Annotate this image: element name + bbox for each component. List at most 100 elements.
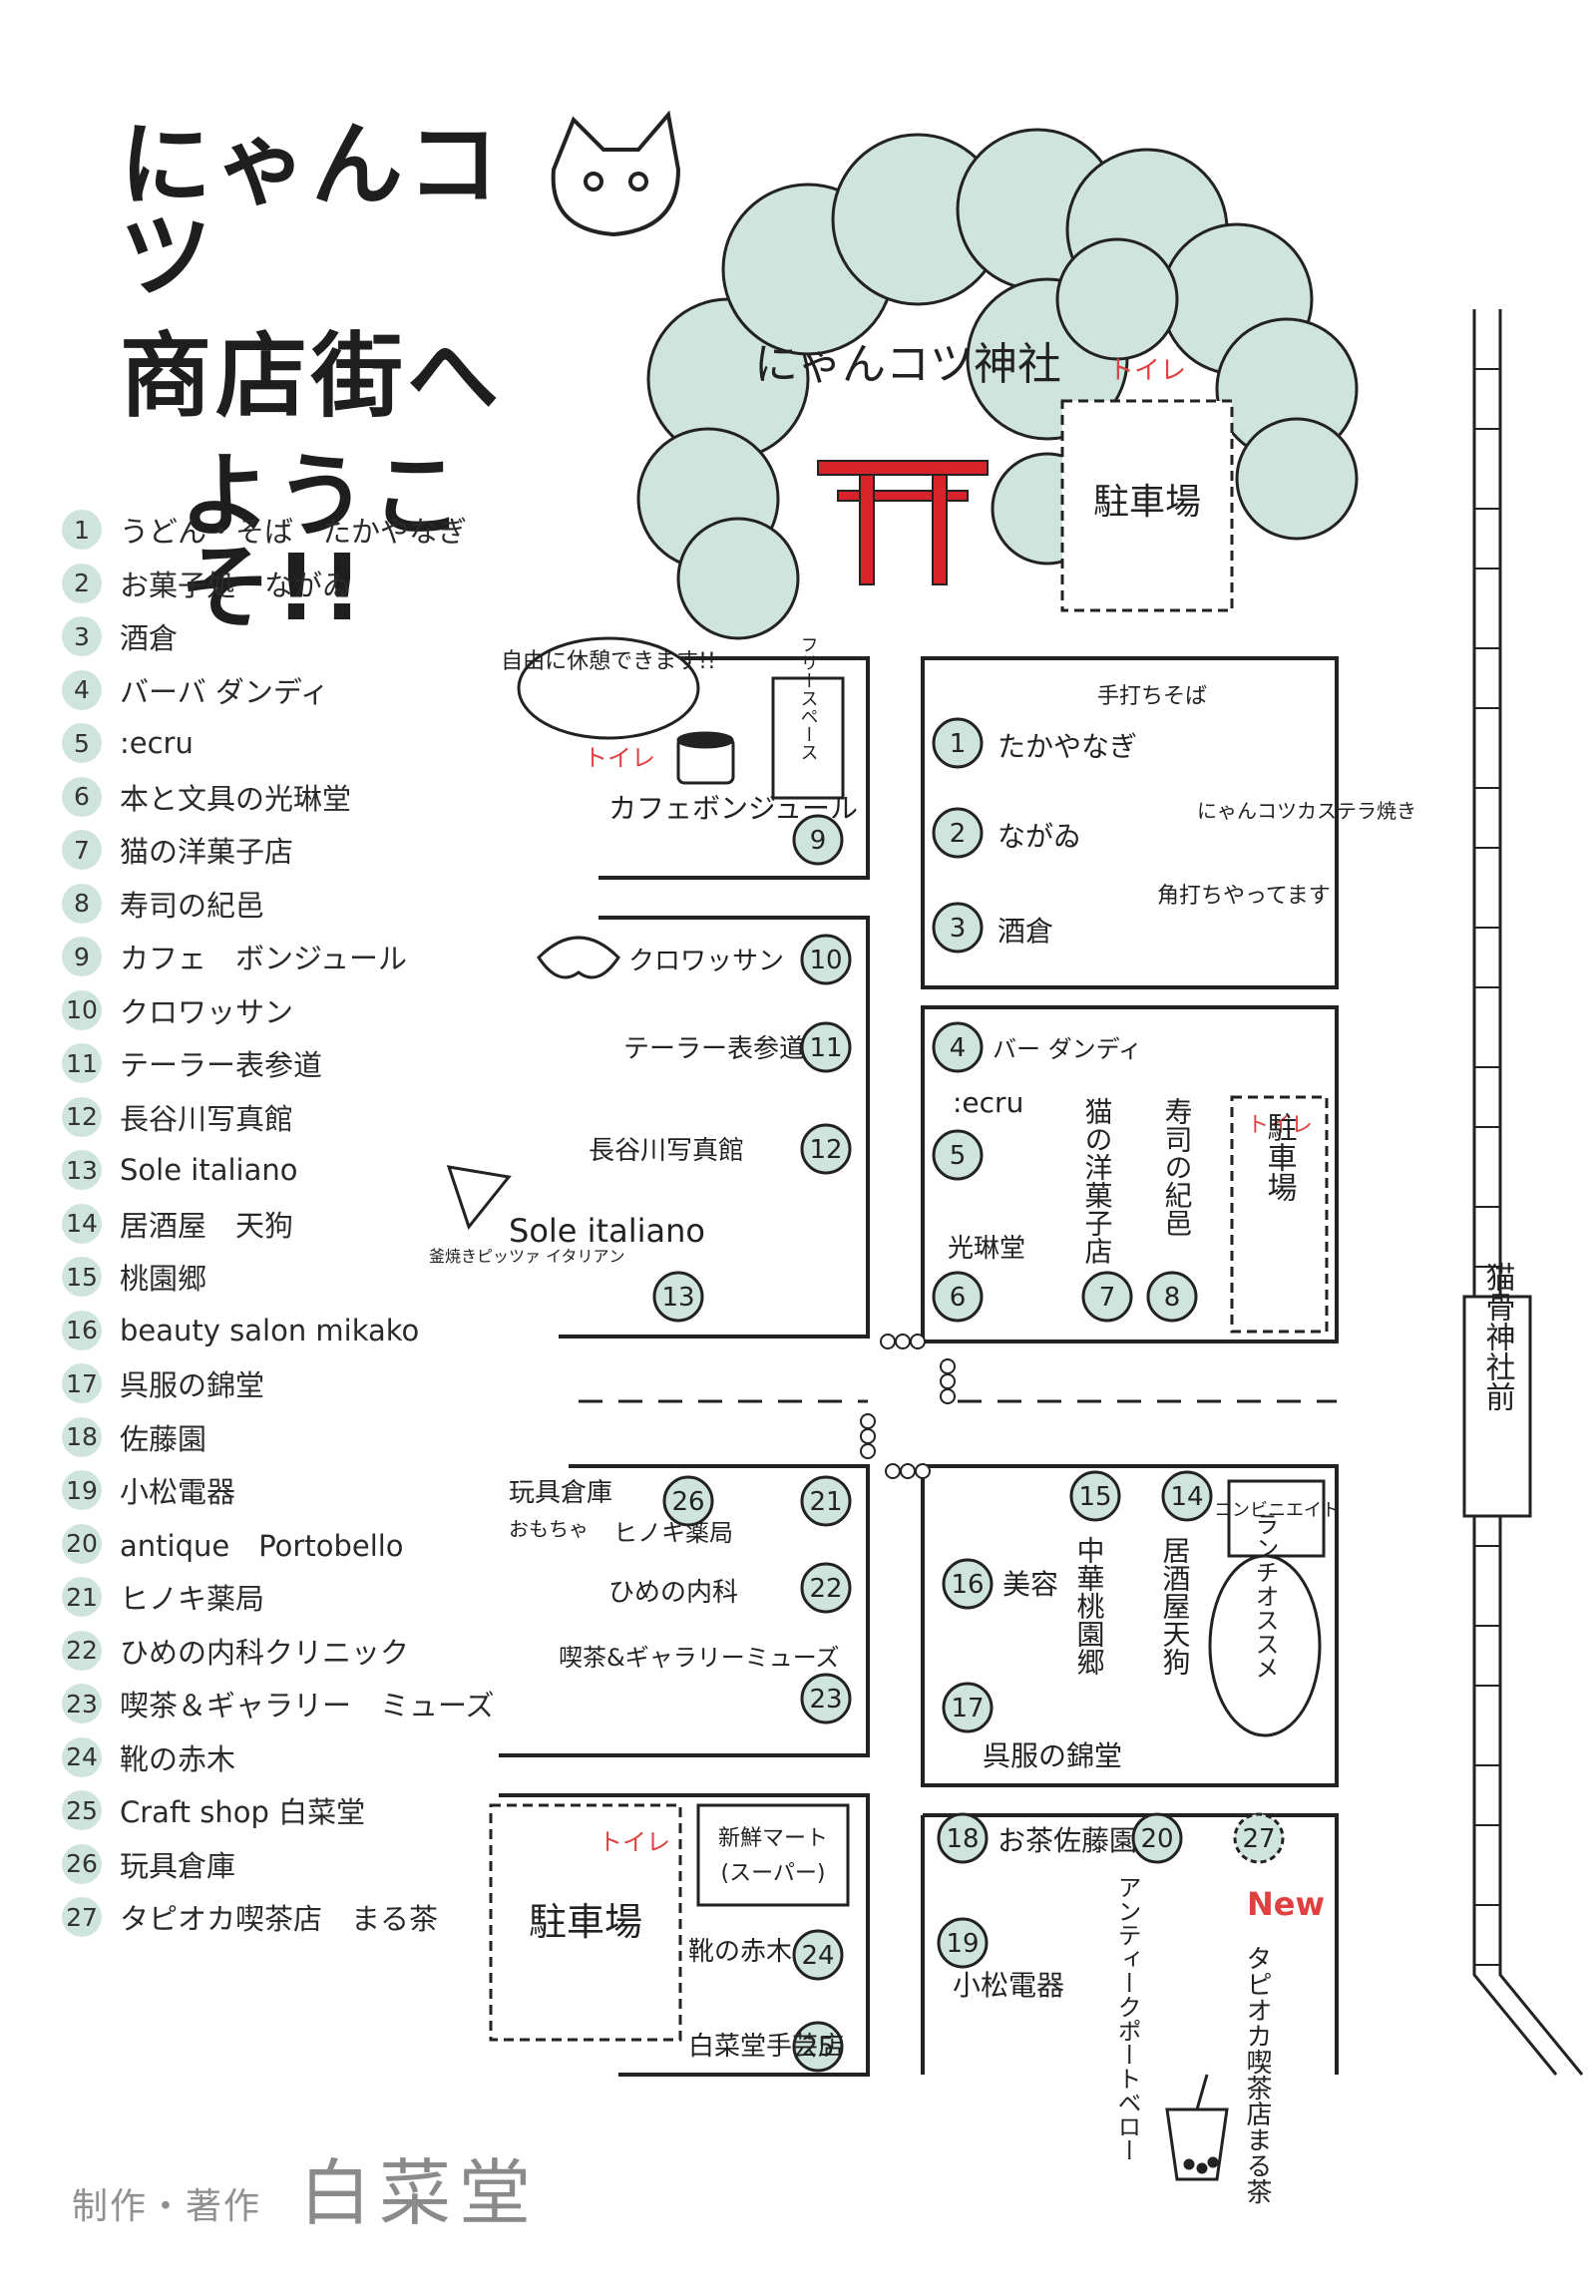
legend-item: 18 佐藤園 [62, 1414, 206, 1460]
pizza-icon [446, 1165, 512, 1231]
shop-map-label: テーラー表参道 [623, 1034, 805, 1064]
shop-marker-26 [662, 1475, 714, 1527]
shop-marker-21 [800, 1475, 852, 1527]
shop-marker-27 [1233, 1812, 1285, 1864]
convenience-store-label: コンビニエイト [1214, 1500, 1340, 1521]
shop-marker-6 [932, 1271, 984, 1323]
rail-tie [1473, 787, 1501, 849]
shop-map-label: 呉服の錦堂 [983, 1739, 1122, 1772]
shop-marker-number: 15 [1078, 1482, 1111, 1512]
shrine-parking [1060, 399, 1234, 612]
convenience-store [1227, 1479, 1326, 1558]
supermarket-label-1: 新鮮マート [718, 1826, 828, 1851]
shop-marker-number: 27 [1242, 1824, 1275, 1854]
shop-marker-number: 11 [809, 1033, 842, 1063]
title-line-2: 商店街へ [120, 323, 504, 430]
shop-marker-23 [800, 1673, 852, 1724]
rail-tie [1473, 1206, 1501, 1268]
shop-marker-9 [792, 814, 844, 866]
shop-marker-15 [1069, 1470, 1121, 1522]
shop-marker-5 [932, 1129, 984, 1181]
shop-marker-number: 23 [809, 1685, 842, 1715]
shop-map-label: バー ダンディ [993, 1035, 1142, 1063]
shop-map-label: ひめの内科 [608, 1578, 738, 1608]
block-b-parking-label: 駐車場 [1262, 1112, 1297, 1202]
shop-marker-number: 4 [950, 1033, 967, 1063]
shop-marker-17 [942, 1682, 994, 1733]
legend-item: 3 酒倉 [62, 613, 178, 659]
shop-marker-12 [800, 1123, 852, 1175]
shop-marker-11 [800, 1021, 852, 1073]
shop-map-label: クロワッサン [628, 947, 784, 976]
legend-number-badge: 5 [62, 723, 102, 763]
shop-marker-number: 9 [810, 826, 827, 856]
shop-marker-20 [1131, 1812, 1183, 1864]
rail-tie [1473, 508, 1501, 570]
shop-map-label: アンティークポートベロー [1113, 1875, 1141, 2162]
legend-number-badge: 11 [62, 1043, 102, 1083]
toilet-label-left: トイレ [584, 744, 655, 772]
legend-label: タピオカ喫茶店 まる茶 [120, 1902, 439, 1936]
legend-number-badge: 27 [62, 1897, 102, 1937]
legend-number-badge: 6 [62, 776, 102, 817]
shop-map-label: 白菜堂手芸店 [688, 2032, 844, 2062]
legend-number-badge: 1 [62, 510, 102, 550]
legend-number-badge: 2 [62, 563, 102, 603]
legend-label: 玩具倉庫 [120, 1848, 236, 1883]
shop-marker-number: 5 [950, 1141, 967, 1171]
shop-map-label: 猫の洋菓子店 [1081, 1097, 1114, 1265]
shop-note: 角打ちやってます [1157, 884, 1331, 909]
legend-label: 佐藤園 [120, 1421, 207, 1456]
legend-label: 酒倉 [120, 621, 179, 655]
legend-number-badge: 3 [62, 616, 102, 656]
shrine-label: にゃんコツ神社 [754, 339, 1061, 390]
shop-map-label: ヒノキ薬局 [613, 1519, 733, 1547]
shop-note: 釜焼きピッツァ イタリアン [429, 1247, 624, 1266]
shop-marker-number: 7 [1099, 1283, 1116, 1313]
shop-map-label: 寿司の紀邑 [1161, 1097, 1194, 1237]
legend-number-badge: 18 [62, 1416, 102, 1457]
shop-marker-22 [800, 1562, 852, 1614]
tapioca-cup-icon [1165, 2074, 1229, 2181]
supermarket [696, 1803, 850, 1907]
rest-bubble [517, 636, 700, 740]
shop-marker-25 [792, 2021, 844, 2073]
shop-marker-number: 17 [951, 1694, 984, 1723]
railway-ties [1473, 368, 1501, 1966]
shop-map-label: 靴の赤木 [688, 1937, 792, 1967]
shop-map-label: カフェボンジュール [608, 792, 858, 825]
lower-parking-label: 駐車場 [529, 1900, 642, 1944]
shop-marker-number: 8 [1164, 1283, 1181, 1313]
legend-number-badge: 16 [62, 1310, 102, 1350]
legend-label: 寿司の紀邑 [120, 888, 265, 923]
legend-number-badge: 4 [62, 669, 102, 710]
credit-name: 白菜堂 [299, 2151, 540, 2235]
shop-map-label: 玩具倉庫 [509, 1478, 612, 1508]
legend-number-badge: 10 [62, 989, 102, 1030]
shop-marker-number: 22 [809, 1574, 842, 1604]
shop-marker-number: 1 [950, 729, 967, 759]
legend-number-badge: 19 [62, 1470, 102, 1510]
rail-tie [1473, 927, 1501, 988]
shop-marker-number: 24 [801, 1941, 834, 1971]
cat-logo-icon [551, 110, 681, 237]
shop-marker-number: 25 [801, 2033, 834, 2063]
shop-marker-number: 19 [946, 1929, 979, 1959]
rail-tie [1473, 1764, 1501, 1826]
legend-number-badge: 20 [62, 1523, 102, 1564]
shop-marker-14 [1161, 1470, 1213, 1522]
